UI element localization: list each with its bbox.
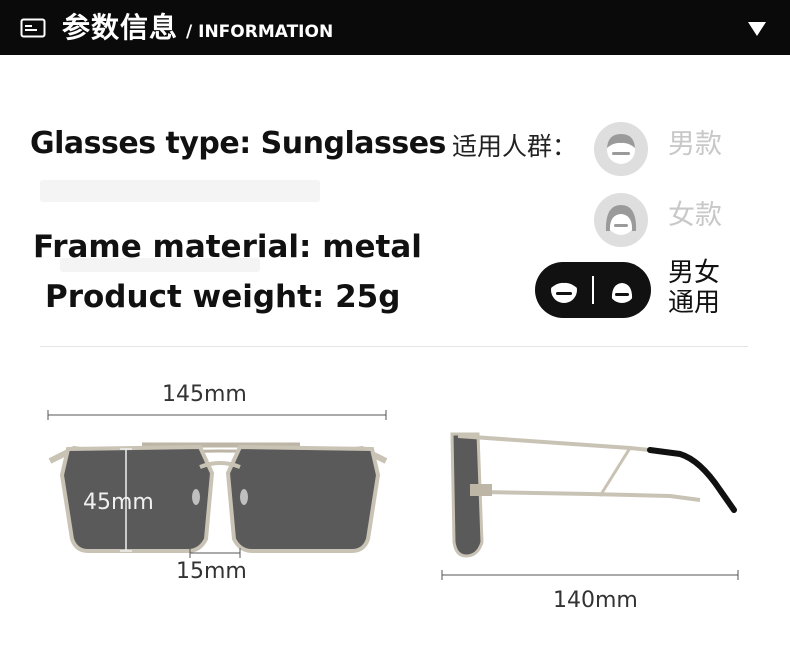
temple-tip [647,447,737,513]
lens-height-label: 45mm [83,490,154,515]
glasses-type-text: Glasses type: Sunglasses [30,126,446,161]
female-face-icon[interactable] [594,193,648,247]
female-option-label: 女款 [668,200,722,231]
pill-separator [592,276,594,304]
frame-material-text: Frame material: metal [33,229,422,265]
unisex-faces-icon[interactable] [535,262,651,318]
header-bar: 参数信息 / INFORMATION [0,0,790,55]
unisex-line2: 通用 [668,288,721,318]
card-icon [20,18,46,38]
unisex-option-label: 男女 通用 [668,258,720,318]
header-title: 参数信息 [62,11,179,44]
header-subtitle: / INFORMATION [186,22,334,42]
product-weight-text: Product weight: 25g [45,279,401,315]
triangle-down-icon[interactable] [748,22,766,36]
front-view-glasses [47,410,388,558]
section-divider [40,346,748,347]
right-lens [225,444,381,553]
male-face-icon[interactable] [594,122,648,176]
unisex-line1: 男女 [668,258,721,288]
side-lens [450,432,484,558]
male-option-label: 男款 [668,129,722,160]
temple-length-label: 140mm [553,588,638,613]
temple-arm [479,490,701,502]
faded-text-artifact [60,258,260,272]
side-view-glasses [441,432,739,580]
faded-text-artifact [40,180,320,202]
bridge-width-label: 15mm [176,559,247,584]
total-width-label: 145mm [162,382,247,407]
left-lens [59,444,215,553]
unisex-faces-graphic [551,275,637,303]
audience-label: 适用人群： [452,132,578,161]
